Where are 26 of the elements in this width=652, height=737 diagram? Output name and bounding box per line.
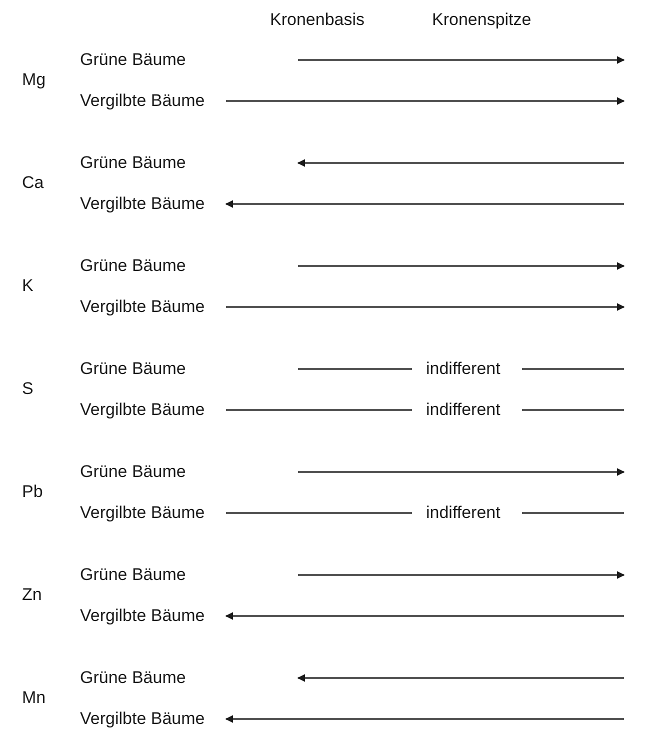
row-label: Grüne Bäume bbox=[80, 256, 186, 276]
element-symbol: S bbox=[22, 379, 34, 399]
row-label: Vergilbte Bäume bbox=[80, 194, 205, 214]
element-symbol: Mn bbox=[22, 688, 46, 708]
element-symbol: Ca bbox=[22, 173, 44, 193]
note-text: indifferent bbox=[426, 400, 500, 420]
note-text: indifferent bbox=[426, 359, 500, 379]
note-text: indifferent bbox=[426, 503, 500, 523]
column-heading: Kronenspitze bbox=[432, 10, 532, 30]
row-label: Grüne Bäume bbox=[80, 462, 186, 482]
row-label: Vergilbte Bäume bbox=[80, 606, 205, 626]
row-label: Grüne Bäume bbox=[80, 50, 186, 70]
column-heading: Kronenbasis bbox=[270, 10, 365, 30]
row-label: Grüne Bäume bbox=[80, 668, 186, 688]
element-symbol: Zn bbox=[22, 585, 42, 605]
row-label: Vergilbte Bäume bbox=[80, 709, 205, 729]
row-label: Grüne Bäume bbox=[80, 359, 186, 379]
element-symbol: Mg bbox=[22, 70, 46, 90]
row-label: Vergilbte Bäume bbox=[80, 400, 205, 420]
row-label: Vergilbte Bäume bbox=[80, 91, 205, 111]
row-label: Grüne Bäume bbox=[80, 565, 186, 585]
element-symbol: K bbox=[22, 276, 34, 296]
row-label: Vergilbte Bäume bbox=[80, 503, 205, 523]
row-label: Vergilbte Bäume bbox=[80, 297, 205, 317]
row-label: Grüne Bäume bbox=[80, 153, 186, 173]
element-symbol: Pb bbox=[22, 482, 43, 502]
